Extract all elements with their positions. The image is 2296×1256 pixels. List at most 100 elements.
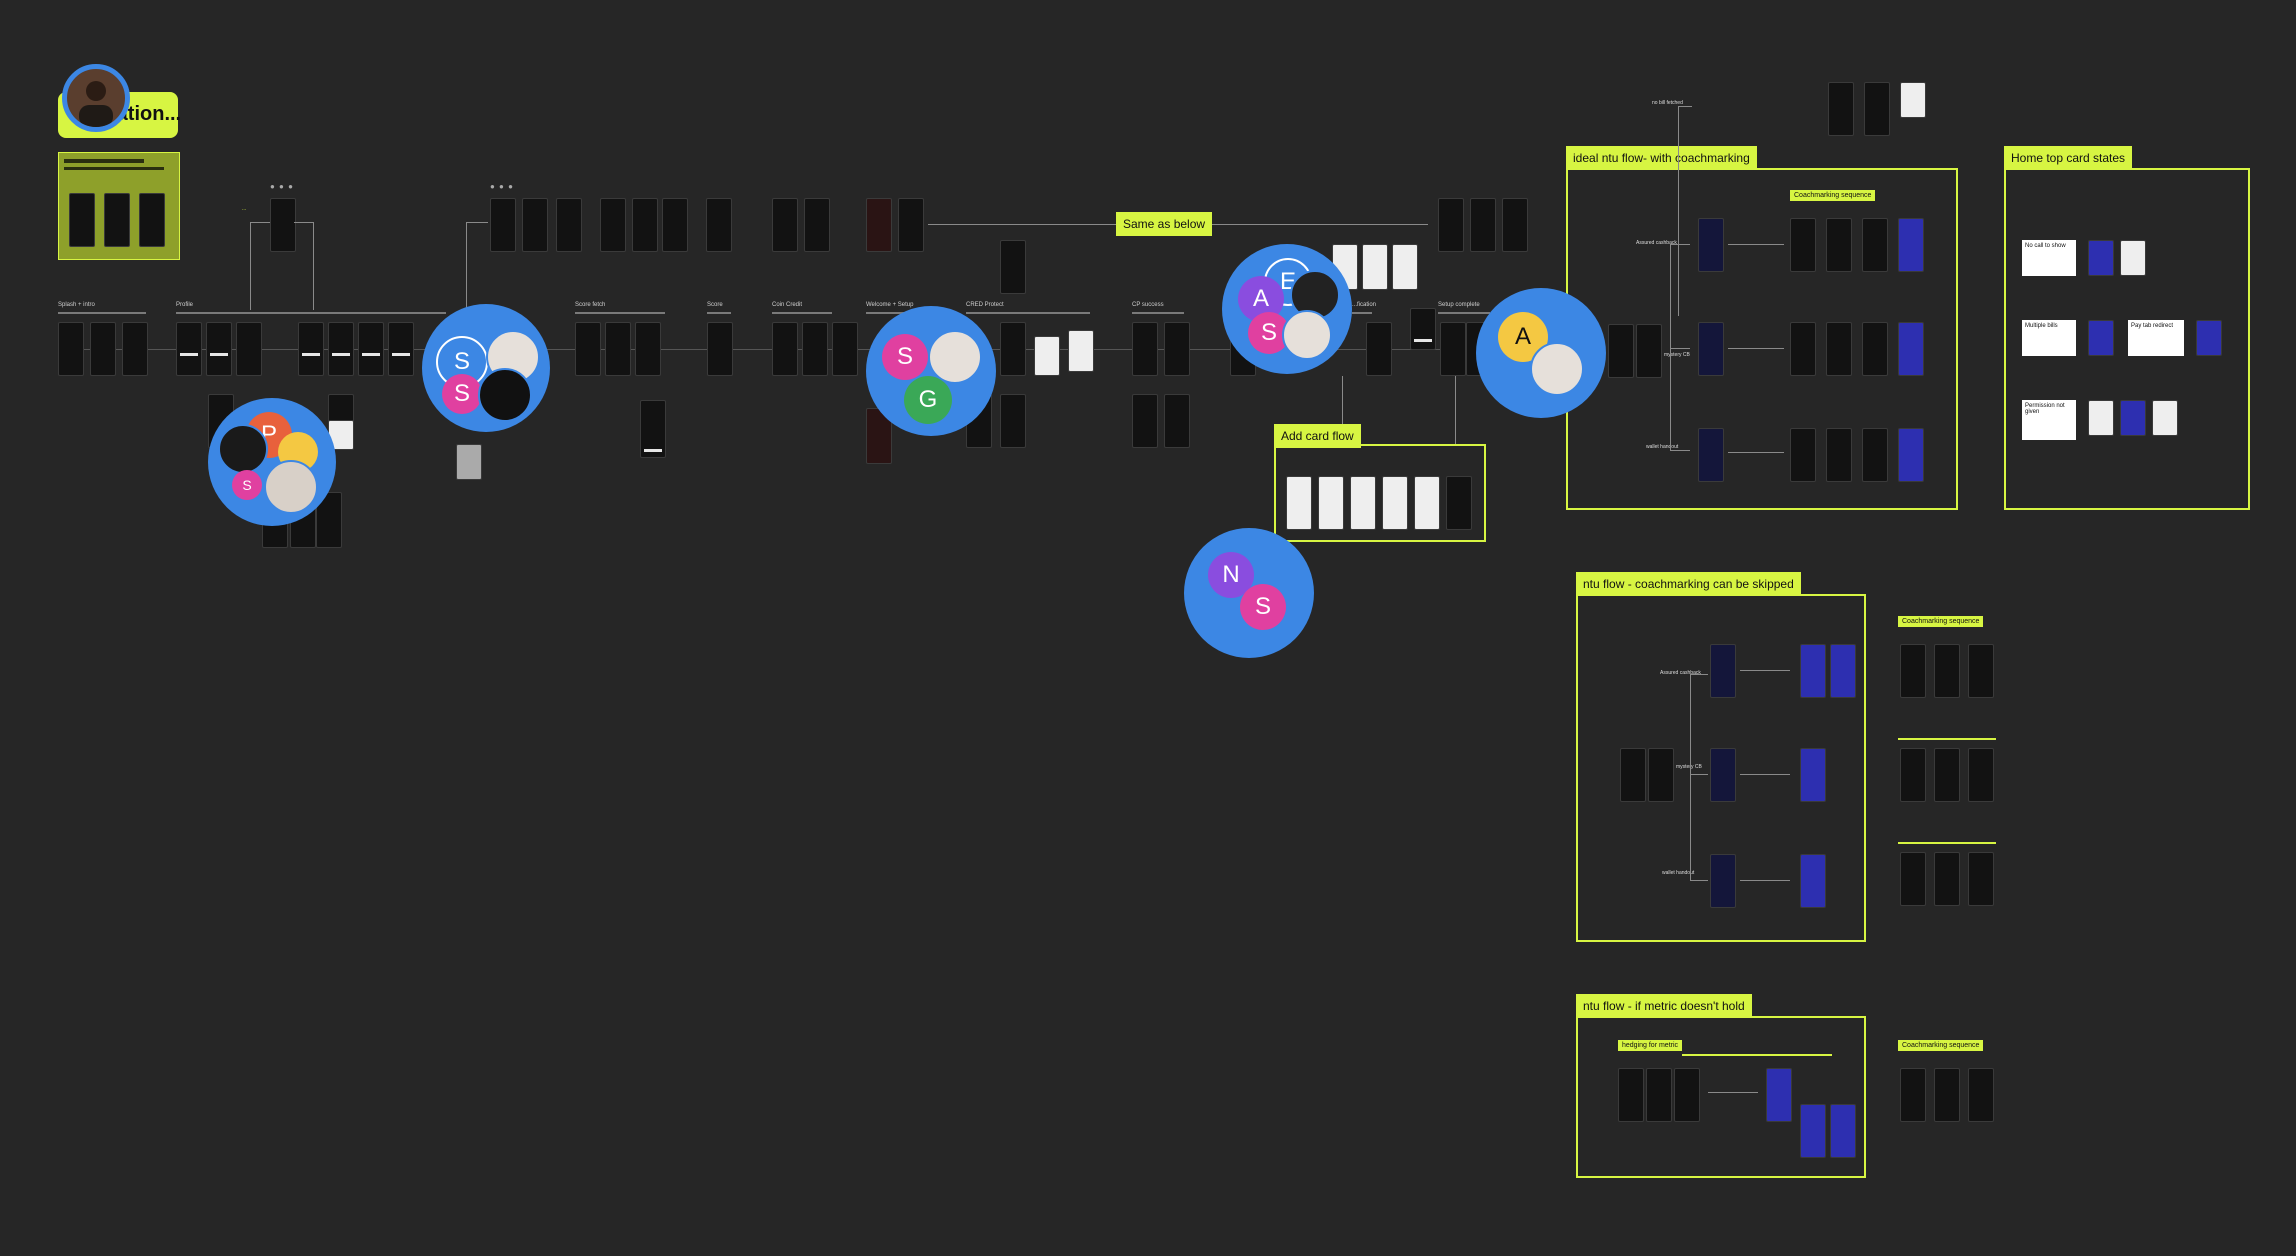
state-pay-tab[interactable]: Pay tab redirect bbox=[2128, 320, 2184, 356]
screen[interactable] bbox=[605, 322, 631, 376]
screen[interactable] bbox=[1164, 394, 1190, 448]
screen[interactable] bbox=[1698, 428, 1724, 482]
collaborator-avatar[interactable]: G bbox=[904, 376, 952, 424]
collaborator-photo[interactable] bbox=[928, 330, 982, 384]
screen[interactable] bbox=[1362, 244, 1388, 290]
screen[interactable] bbox=[640, 400, 666, 458]
screen[interactable] bbox=[556, 198, 582, 252]
screen[interactable] bbox=[772, 322, 798, 376]
screen[interactable] bbox=[358, 322, 384, 376]
screen[interactable] bbox=[1830, 644, 1856, 698]
screen[interactable] bbox=[2088, 400, 2114, 436]
screen[interactable] bbox=[635, 322, 661, 376]
screen[interactable] bbox=[2088, 320, 2114, 356]
screen[interactable] bbox=[206, 322, 232, 376]
screen[interactable] bbox=[1968, 852, 1994, 906]
state-no-cta[interactable]: No call to show bbox=[2022, 240, 2076, 276]
screen[interactable] bbox=[1636, 324, 1662, 378]
screen[interactable] bbox=[1898, 218, 1924, 272]
collaborator-avatar[interactable]: S bbox=[882, 334, 928, 380]
screen[interactable] bbox=[1470, 198, 1496, 252]
screen[interactable] bbox=[176, 322, 202, 376]
callout-same-as-below[interactable]: Same as below bbox=[1116, 212, 1213, 236]
screen[interactable] bbox=[490, 198, 516, 252]
overview-board[interactable] bbox=[58, 152, 180, 260]
screen[interactable] bbox=[1790, 218, 1816, 272]
screen[interactable] bbox=[298, 322, 324, 376]
screen[interactable] bbox=[1934, 852, 1960, 906]
screen[interactable] bbox=[1000, 240, 1026, 294]
screen[interactable] bbox=[1898, 428, 1924, 482]
screen[interactable] bbox=[1800, 854, 1826, 908]
screen[interactable] bbox=[122, 322, 148, 376]
collaborator-photo[interactable] bbox=[1282, 310, 1332, 360]
screen[interactable] bbox=[90, 322, 116, 376]
screen[interactable] bbox=[1830, 1104, 1856, 1158]
screen[interactable] bbox=[1164, 322, 1190, 376]
section-skipped[interactable] bbox=[1576, 594, 1866, 942]
screen[interactable] bbox=[1862, 322, 1888, 376]
screen[interactable] bbox=[1900, 748, 1926, 802]
section-metric-title[interactable]: ntu flow - if metric doesn't hold bbox=[1576, 994, 1752, 1018]
screen[interactable] bbox=[58, 322, 84, 376]
section-home-top[interactable] bbox=[2004, 168, 2250, 510]
collaborator-avatar[interactable]: S bbox=[1248, 312, 1290, 354]
section-metric[interactable] bbox=[1576, 1016, 1866, 1178]
screen[interactable] bbox=[2120, 400, 2146, 436]
screen[interactable] bbox=[1648, 748, 1674, 802]
state-permission[interactable]: Permission not given bbox=[2022, 400, 2076, 440]
section-skipped-title[interactable]: ntu flow - coachmarking can be skipped bbox=[1576, 572, 1801, 596]
screen[interactable] bbox=[707, 322, 733, 376]
screen[interactable] bbox=[1410, 308, 1436, 350]
screen[interactable] bbox=[1934, 644, 1960, 698]
screen[interactable] bbox=[1620, 748, 1646, 802]
screen[interactable] bbox=[1900, 644, 1926, 698]
screen[interactable] bbox=[522, 198, 548, 252]
screen[interactable] bbox=[1608, 324, 1634, 378]
screen[interactable] bbox=[1968, 1068, 1994, 1122]
screen[interactable] bbox=[1968, 644, 1994, 698]
screen[interactable] bbox=[1900, 852, 1926, 906]
screen[interactable] bbox=[1864, 82, 1890, 136]
screen[interactable] bbox=[1826, 322, 1852, 376]
screen[interactable] bbox=[1132, 322, 1158, 376]
screen[interactable] bbox=[1800, 748, 1826, 802]
screen[interactable] bbox=[804, 198, 830, 252]
collaborator-photo[interactable] bbox=[1530, 342, 1584, 396]
screen[interactable] bbox=[1826, 218, 1852, 272]
collaborator-avatar[interactable]: S bbox=[232, 470, 262, 500]
screen[interactable] bbox=[2088, 240, 2114, 276]
screen[interactable] bbox=[1000, 394, 1026, 448]
screen[interactable] bbox=[1800, 644, 1826, 698]
screen[interactable] bbox=[1710, 644, 1736, 698]
screen[interactable] bbox=[1618, 1068, 1644, 1122]
screen[interactable] bbox=[1132, 394, 1158, 448]
screen[interactable] bbox=[1438, 198, 1464, 252]
screen[interactable] bbox=[1898, 322, 1924, 376]
screen[interactable] bbox=[1710, 748, 1736, 802]
section-home-top-title[interactable]: Home top card states bbox=[2004, 146, 2133, 170]
screen[interactable] bbox=[866, 198, 892, 252]
screen[interactable] bbox=[328, 322, 354, 376]
screen[interactable] bbox=[1790, 322, 1816, 376]
screen[interactable] bbox=[1000, 322, 1026, 376]
screen[interactable] bbox=[1502, 198, 1528, 252]
screen[interactable] bbox=[802, 322, 828, 376]
screen[interactable] bbox=[1646, 1068, 1672, 1122]
screen[interactable] bbox=[2152, 400, 2178, 436]
screen[interactable] bbox=[772, 198, 798, 252]
collaborator-avatar[interactable]: S bbox=[442, 374, 482, 414]
screen[interactable] bbox=[1900, 1068, 1926, 1122]
screen[interactable] bbox=[2120, 240, 2146, 276]
collaborator-avatar[interactable]: S bbox=[1240, 584, 1286, 630]
screen[interactable] bbox=[1710, 854, 1736, 908]
add-card-frame[interactable] bbox=[1274, 444, 1486, 542]
screen[interactable] bbox=[1698, 218, 1724, 272]
screen[interactable] bbox=[1862, 218, 1888, 272]
screen[interactable] bbox=[706, 198, 732, 252]
screen[interactable] bbox=[1934, 1068, 1960, 1122]
screen[interactable] bbox=[1968, 748, 1994, 802]
screen[interactable] bbox=[456, 444, 482, 480]
screen[interactable] bbox=[1674, 1068, 1700, 1122]
screen[interactable] bbox=[1366, 322, 1392, 376]
